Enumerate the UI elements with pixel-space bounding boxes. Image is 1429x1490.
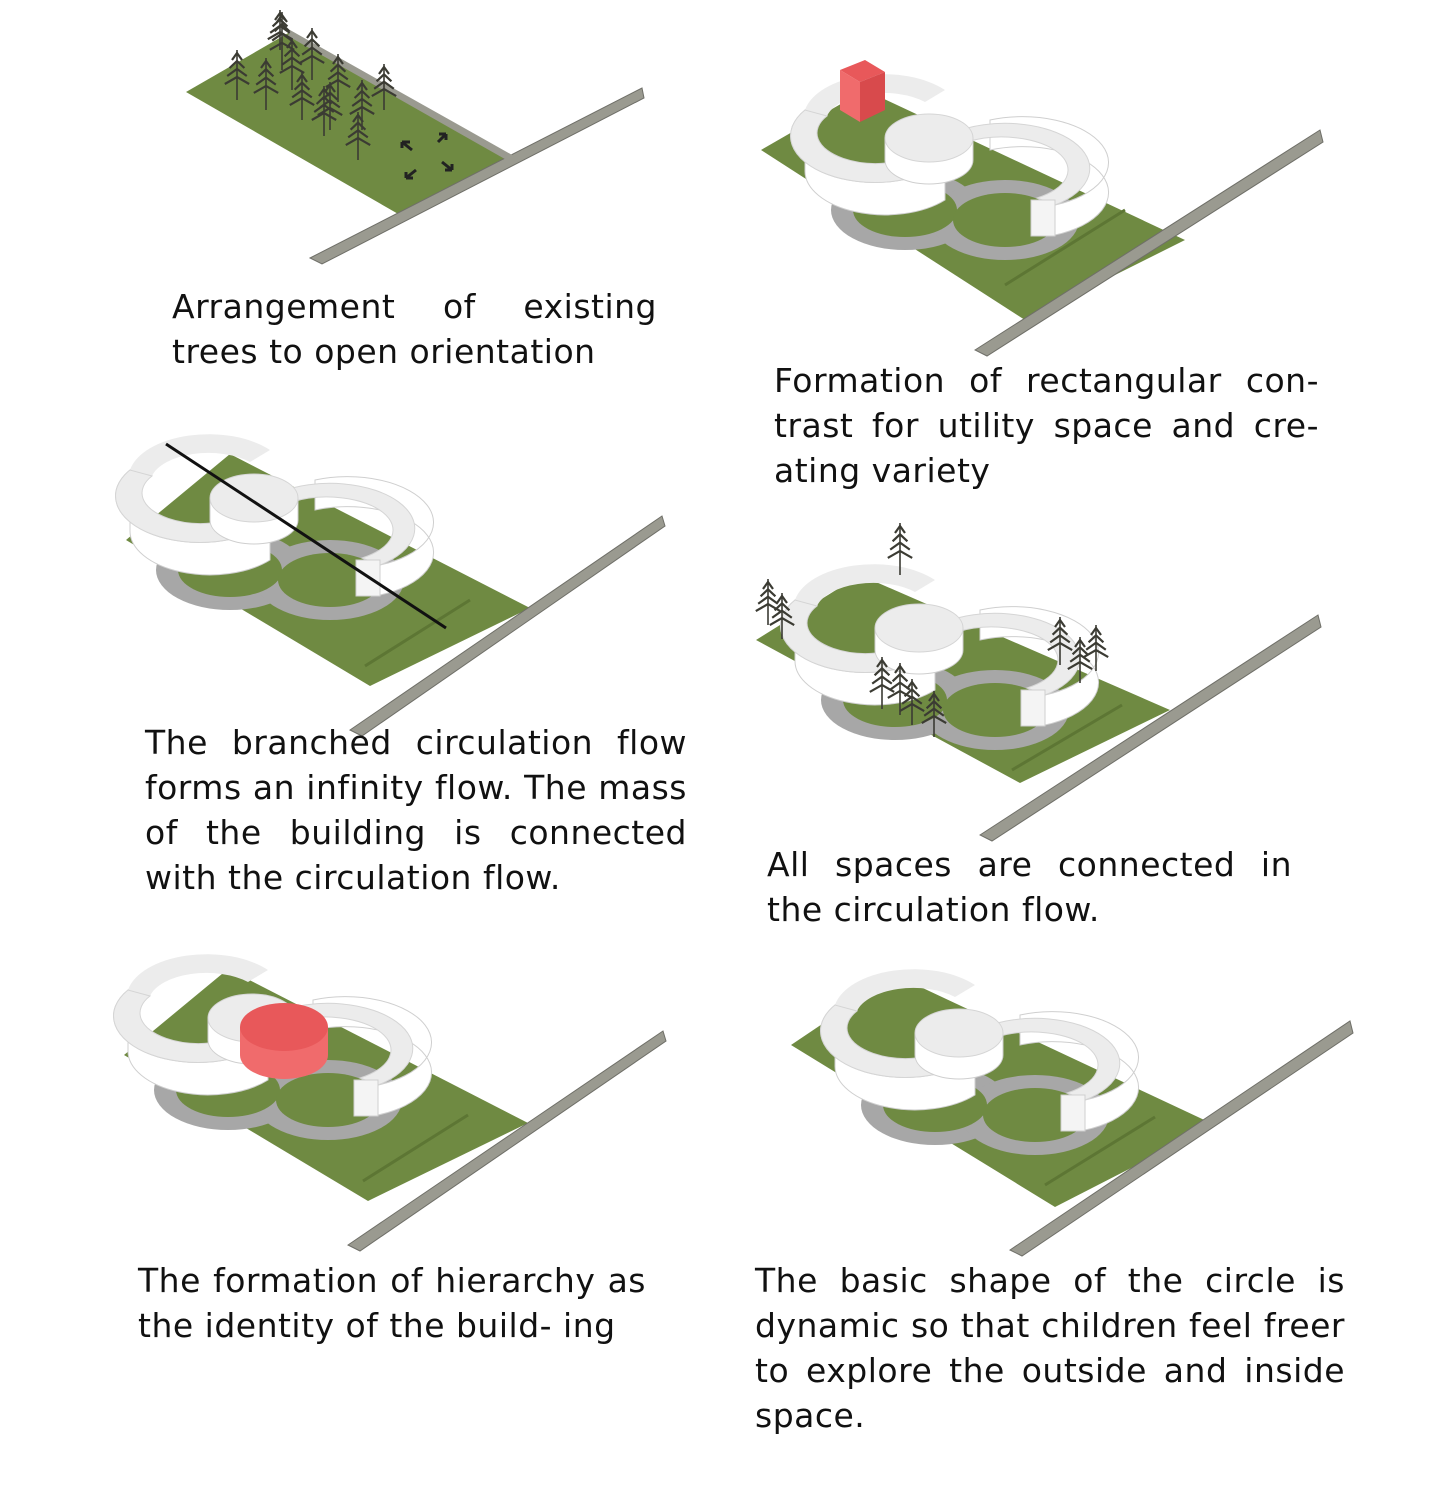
- caption-existing-trees: Arrangement of existing trees to open or…: [172, 284, 657, 374]
- caption-hierarchy: The formation of hierarchy as the identi…: [138, 1258, 646, 1348]
- caption-connected-spaces: All spaces are connected in the circulat…: [767, 842, 1292, 932]
- building-mass: [116, 434, 434, 620]
- caption-branched-circulation: The branched circulation flow forms an i…: [145, 720, 687, 900]
- site-diagram-basic-circle: [785, 945, 1365, 1255]
- building-mass: [821, 969, 1139, 1155]
- site-diagram-connected: [750, 515, 1330, 845]
- central-drum: [875, 604, 963, 674]
- caption-rectangular-contrast: Formation of rectangular con- trast for …: [774, 358, 1319, 493]
- site-diagram-hierarchy: [118, 955, 678, 1255]
- site-diagram-trees: [180, 10, 660, 270]
- caption-basic-circle: The basic shape of the circle is dynamic…: [755, 1258, 1345, 1438]
- site-diagram-rectangular: [755, 50, 1335, 360]
- hierarchy-cylinder: [240, 1003, 328, 1079]
- building-mass: [791, 74, 1109, 260]
- central-drum: [210, 474, 298, 544]
- building-mass: [781, 564, 1099, 750]
- central-drum: [885, 114, 973, 184]
- utility-block: [840, 60, 885, 122]
- central-drum: [915, 1009, 1003, 1079]
- site-diagram-circulation: [120, 440, 680, 740]
